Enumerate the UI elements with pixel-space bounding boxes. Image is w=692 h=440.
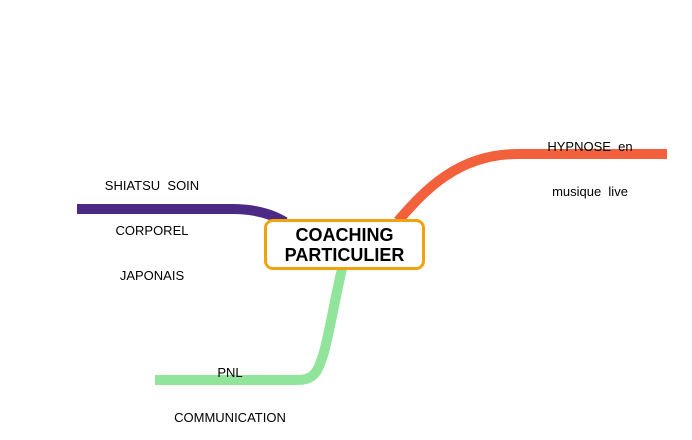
branch-label-pnl-line-2: COMMUNICATION: [174, 410, 286, 425]
branch-line-pnl: [155, 267, 347, 385]
branch-label-shiatsu-line-2: CORPOREL: [115, 223, 189, 238]
central-topic-line-2: PARTICULIER: [284, 244, 405, 265]
branch-label-shiatsu[interactable]: SHIATSU SOIN CORPOREL JAPONAIS: [86, 148, 218, 298]
branch-label-hypnose-line-2: musique live: [552, 184, 628, 199]
central-topic-node[interactable]: COACHING PARTICULIER: [264, 219, 425, 270]
branch-label-shiatsu-line-1: SHIATSU SOIN: [104, 178, 200, 193]
branch-label-hypnose[interactable]: HYPNOSE en musique live: [524, 109, 656, 214]
central-topic-line-1: COACHING: [295, 224, 394, 245]
branch-label-hypnose-line-1: HYPNOSE en: [547, 139, 633, 154]
branch-label-shiatsu-line-3: JAPONAIS: [119, 268, 185, 283]
branch-line-hypnose: [394, 149, 667, 225]
branch-label-pnl[interactable]: PNL COMMUNICATION: [160, 335, 300, 440]
branch-label-pnl-line-1: PNL: [217, 365, 243, 380]
